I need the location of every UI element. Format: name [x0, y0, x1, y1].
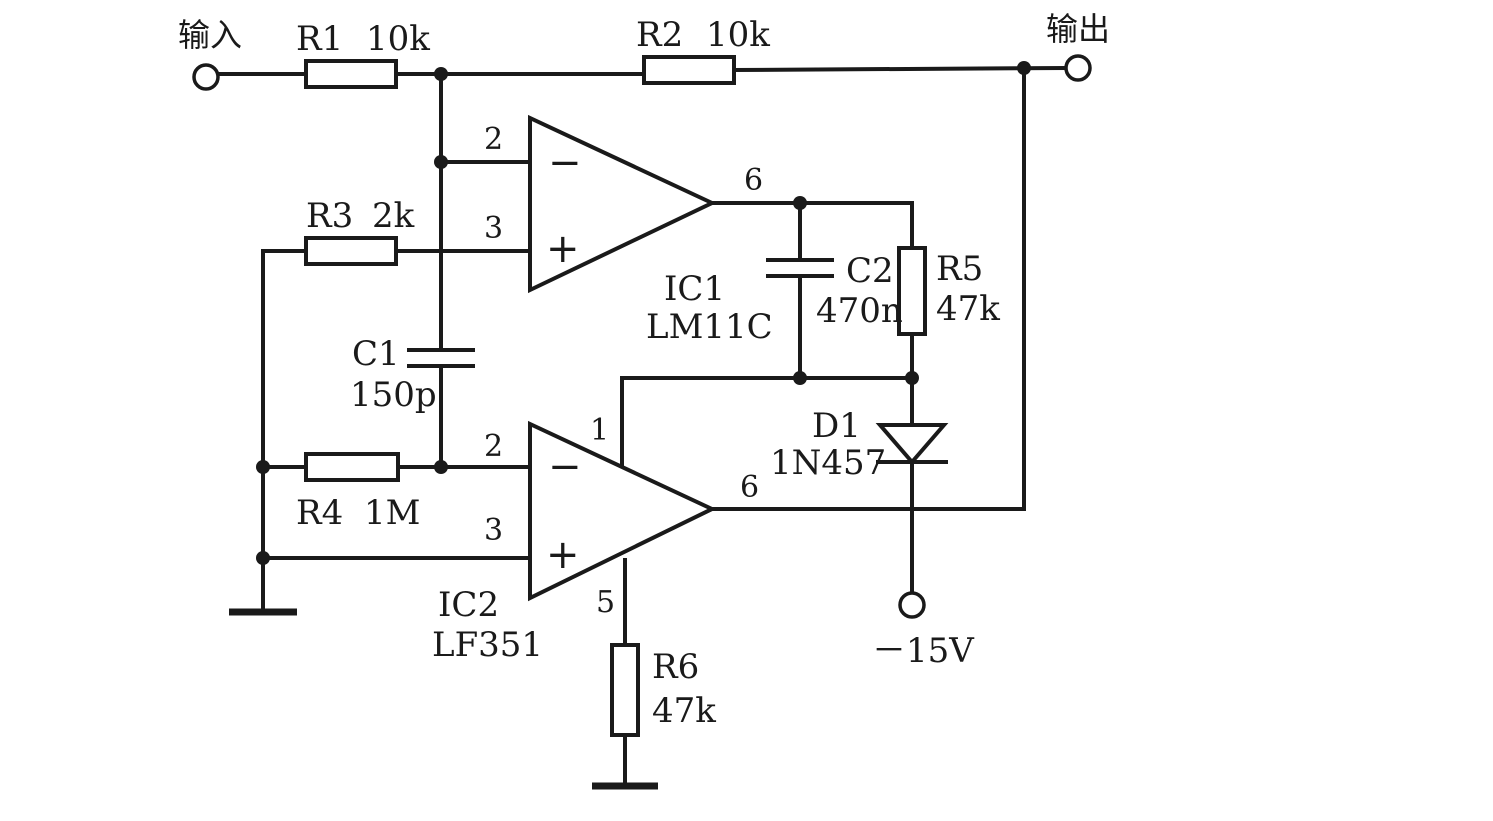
r3-value: 2k — [372, 196, 415, 236]
input-terminal — [192, 63, 220, 91]
r5-value: 47k — [936, 289, 1000, 329]
capacitor-c2 — [766, 258, 834, 278]
r2-name: R2 — [636, 15, 683, 55]
supply-terminal — [898, 591, 926, 619]
ic1-minus-sign: − — [548, 140, 582, 186]
c1-value: 150p — [350, 375, 437, 415]
ic2-pin1-label: 1 — [590, 413, 609, 448]
d1-name: D1 — [812, 406, 861, 446]
ic2-name: IC2 — [438, 585, 499, 625]
opamp-ic2 — [528, 420, 717, 602]
input-label: 输入 — [178, 16, 242, 54]
c2-value: 470n — [816, 291, 903, 331]
resistor-r2 — [642, 55, 736, 85]
resistor-r6 — [610, 643, 640, 737]
r6-value: 47k — [652, 691, 716, 731]
d1-value: 1N457 — [770, 443, 886, 483]
r4-name: R4 — [296, 493, 343, 533]
ic1-pin6-label: 6 — [744, 163, 763, 198]
supply-label: －15V — [872, 631, 975, 671]
ic1-value: LM11C — [646, 307, 773, 347]
ic2-pin2-label: 2 — [484, 429, 503, 464]
ic2-pin3-label: 3 — [484, 513, 503, 548]
ic2-pin5-label: 5 — [596, 585, 615, 620]
ic2-minus-sign: − — [548, 444, 582, 490]
capacitor-c1 — [407, 348, 475, 368]
wires — [218, 65, 1069, 788]
c1-name: C1 — [352, 334, 400, 374]
c2-name: C2 — [846, 251, 894, 291]
r3-name: R3 — [306, 196, 353, 236]
r5-name: R5 — [936, 249, 983, 289]
r1-value: 10k — [366, 19, 430, 59]
diode-d1 — [875, 423, 949, 466]
r4-value: 1M — [364, 493, 420, 533]
r1-name: R1 — [296, 19, 343, 59]
ic2-value: LF351 — [432, 625, 543, 665]
ic1-pin2-label: 2 — [484, 122, 503, 157]
opamp-ic1 — [528, 114, 717, 294]
resistor-r1 — [304, 59, 398, 89]
ic1-plus-sign: + — [546, 226, 580, 272]
resistor-r3 — [304, 236, 398, 266]
ic2-pin6-label: 6 — [740, 470, 759, 505]
ic1-pin3-label: 3 — [484, 211, 503, 246]
ic2-plus-sign: + — [546, 532, 580, 578]
output-label: 输出 — [1046, 10, 1110, 48]
ic1-name: IC1 — [664, 269, 725, 309]
r6-name: R6 — [652, 647, 699, 687]
resistor-r5 — [897, 246, 927, 336]
output-terminal — [1064, 54, 1092, 82]
r2-value: 10k — [706, 15, 770, 55]
resistor-r4 — [304, 452, 400, 482]
junctions — [256, 61, 1031, 565]
